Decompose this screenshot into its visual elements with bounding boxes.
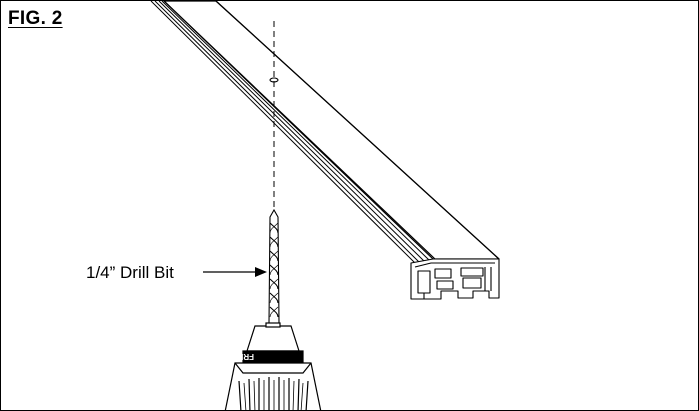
callout-arrow <box>203 267 267 277</box>
drill-chuck: FREL - CLOSE <box>198 322 322 410</box>
rail-top-face <box>163 1 500 260</box>
drill-bit-callout: 1/4” Drill Bit <box>86 263 174 282</box>
rail-far-edge <box>215 1 500 260</box>
rail-groove-line <box>158 1 425 262</box>
rail <box>150 1 500 300</box>
chuck-engraving: FREL - CLOSE <box>198 352 254 361</box>
rail-groove-line <box>163 1 434 260</box>
rail-groove-line <box>154 1 420 263</box>
rail-end-profile <box>410 258 500 300</box>
drill-bit <box>268 208 280 324</box>
figure-label: FIG. 2 <box>8 8 63 29</box>
rail-groove-line <box>161 1 430 261</box>
rail-groove-line <box>150 1 416 264</box>
